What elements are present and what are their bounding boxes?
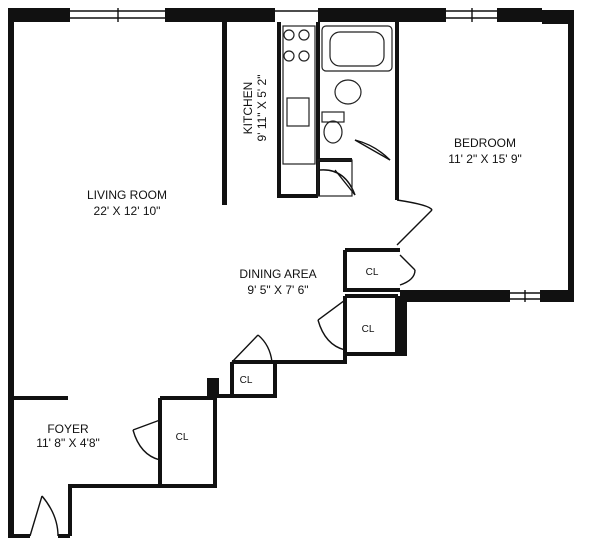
bedroom-name: BEDROOM xyxy=(454,136,516,150)
room-label-bedroom: BEDROOM 11' 2" X 15' 9" xyxy=(448,136,522,166)
interior-walls xyxy=(12,20,400,486)
room-label-foyer: FOYER 11' 8" X 4'8" xyxy=(36,422,100,450)
living-room-name: LIVING ROOM xyxy=(87,188,167,202)
room-label-dining-area: DINING AREA 9' 5" X 7' 6" xyxy=(239,267,316,297)
kitchen-dims: 9' 11" X 5' 2" xyxy=(255,75,269,142)
closet-labels: CL CL CL CL xyxy=(176,267,379,443)
dining-area-name: DINING AREA xyxy=(239,267,316,281)
closet-label-foyer: CL xyxy=(176,432,189,443)
kitchen-name: KITCHEN xyxy=(241,82,255,135)
closet-label-living: CL xyxy=(240,375,253,386)
exterior-walls xyxy=(8,8,574,538)
doors xyxy=(29,139,433,537)
foyer-dims: 11' 8" X 4'8" xyxy=(36,436,100,450)
living-room-dims: 22' X 12' 10" xyxy=(94,204,161,218)
bedroom-dims: 11' 2" X 15' 9" xyxy=(448,152,522,166)
room-label-kitchen: KITCHEN 9' 11" X 5' 2" xyxy=(241,75,269,142)
room-label-living-room: LIVING ROOM 22' X 12' 10" xyxy=(87,188,167,218)
closet-label-hall: CL xyxy=(362,324,375,335)
dining-area-dims: 9' 5" X 7' 6" xyxy=(247,283,308,297)
foyer-name: FOYER xyxy=(47,422,89,436)
closet-label-dining: CL xyxy=(366,267,379,278)
windows xyxy=(70,8,540,302)
fixtures xyxy=(282,25,393,197)
